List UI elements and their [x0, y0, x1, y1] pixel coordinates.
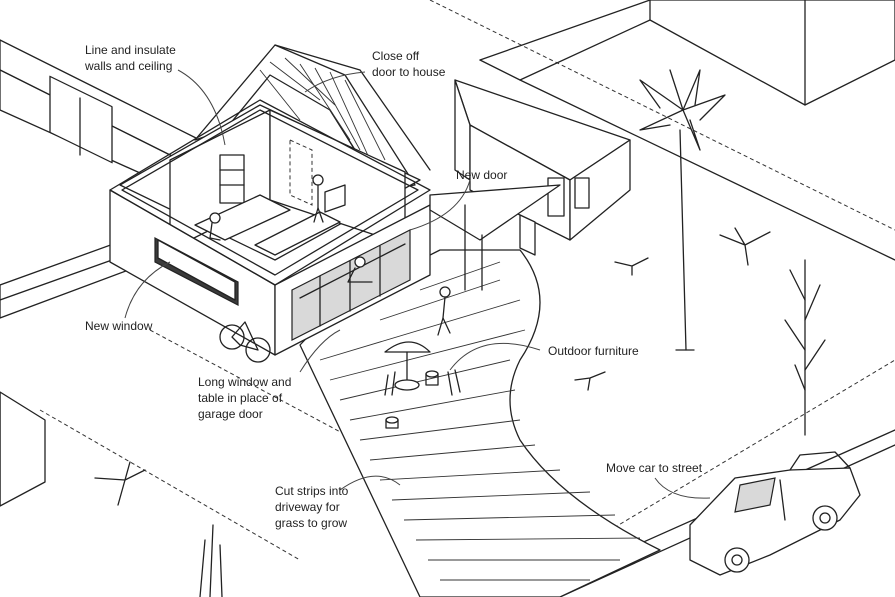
shrubs: [94, 227, 771, 597]
palm-tree: [639, 69, 726, 351]
arrow-move-car: [654, 477, 711, 499]
bicycle: [219, 321, 271, 363]
label-long-window: Long window and table in place of garage…: [198, 375, 292, 421]
arrow-new-window: [124, 261, 171, 319]
label-move-car: Move car to street: [606, 461, 703, 475]
outdoor-furniture-set: [384, 341, 461, 429]
annotation-arrows: [124, 69, 711, 499]
label-line-insulate: Line and insulate walls and ceiling: [85, 43, 176, 73]
pergola: [429, 184, 561, 291]
label-close-off: Close off door to house: [372, 49, 446, 79]
arrow-close-off: [304, 71, 366, 93]
bare-tree-right: [784, 259, 826, 436]
arrow-cut-strips: [339, 475, 401, 491]
pickup-truck: [689, 451, 861, 576]
arrow-outdoor-furniture: [449, 342, 541, 371]
arrow-long-window: [299, 329, 341, 373]
label-new-window: New window: [85, 319, 153, 333]
garage-converted: [109, 99, 431, 356]
label-new-door: New door: [456, 168, 508, 182]
corner-shed: [0, 391, 46, 507]
label-cut-strips: Cut strips into driveway for grass to gr…: [275, 484, 349, 530]
label-outdoor-furniture: Outdoor furniture: [548, 344, 639, 358]
arrow-new-door: [409, 179, 471, 231]
walking-person: [437, 286, 451, 336]
driveway: [299, 249, 661, 597]
neighbour-building-top-right: [479, 0, 895, 261]
arrow-line-insulate: [177, 69, 226, 146]
